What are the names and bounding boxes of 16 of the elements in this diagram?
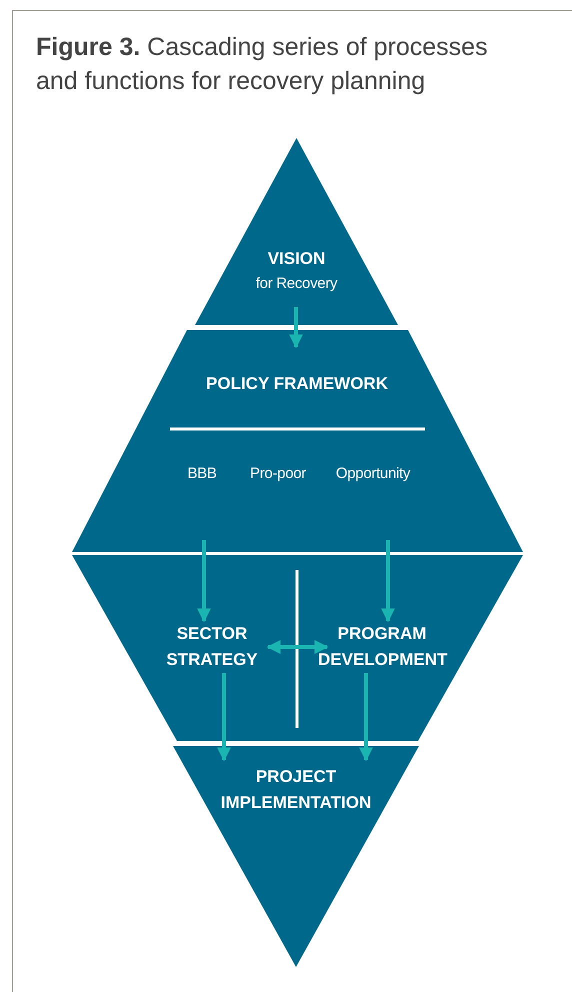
- sub-label: BBB: [187, 464, 217, 484]
- process-label: SECTOR STRATEGY: [165, 623, 259, 671]
- arrow: [217, 673, 231, 762]
- heading-text: VISION: [268, 248, 326, 270]
- heading-text: PROJECT IMPLEMENTATION: [220, 766, 372, 814]
- sub-label: Opportunity: [336, 464, 410, 484]
- sub-label: Pro-poor: [250, 464, 306, 484]
- arrow: [266, 640, 328, 654]
- arrow: [289, 307, 303, 348]
- process-label: PROGRAM DEVELOPMENT: [318, 623, 446, 671]
- arrow: [197, 540, 211, 622]
- arrow: [381, 540, 395, 622]
- sub-label: for Recovery: [256, 274, 338, 294]
- heading-text: POLICY FRAMEWORK: [206, 373, 388, 395]
- figure-title: Figure 3. Cascading series of processes and functions for recovery planning: [36, 32, 489, 97]
- arrow: [359, 673, 373, 762]
